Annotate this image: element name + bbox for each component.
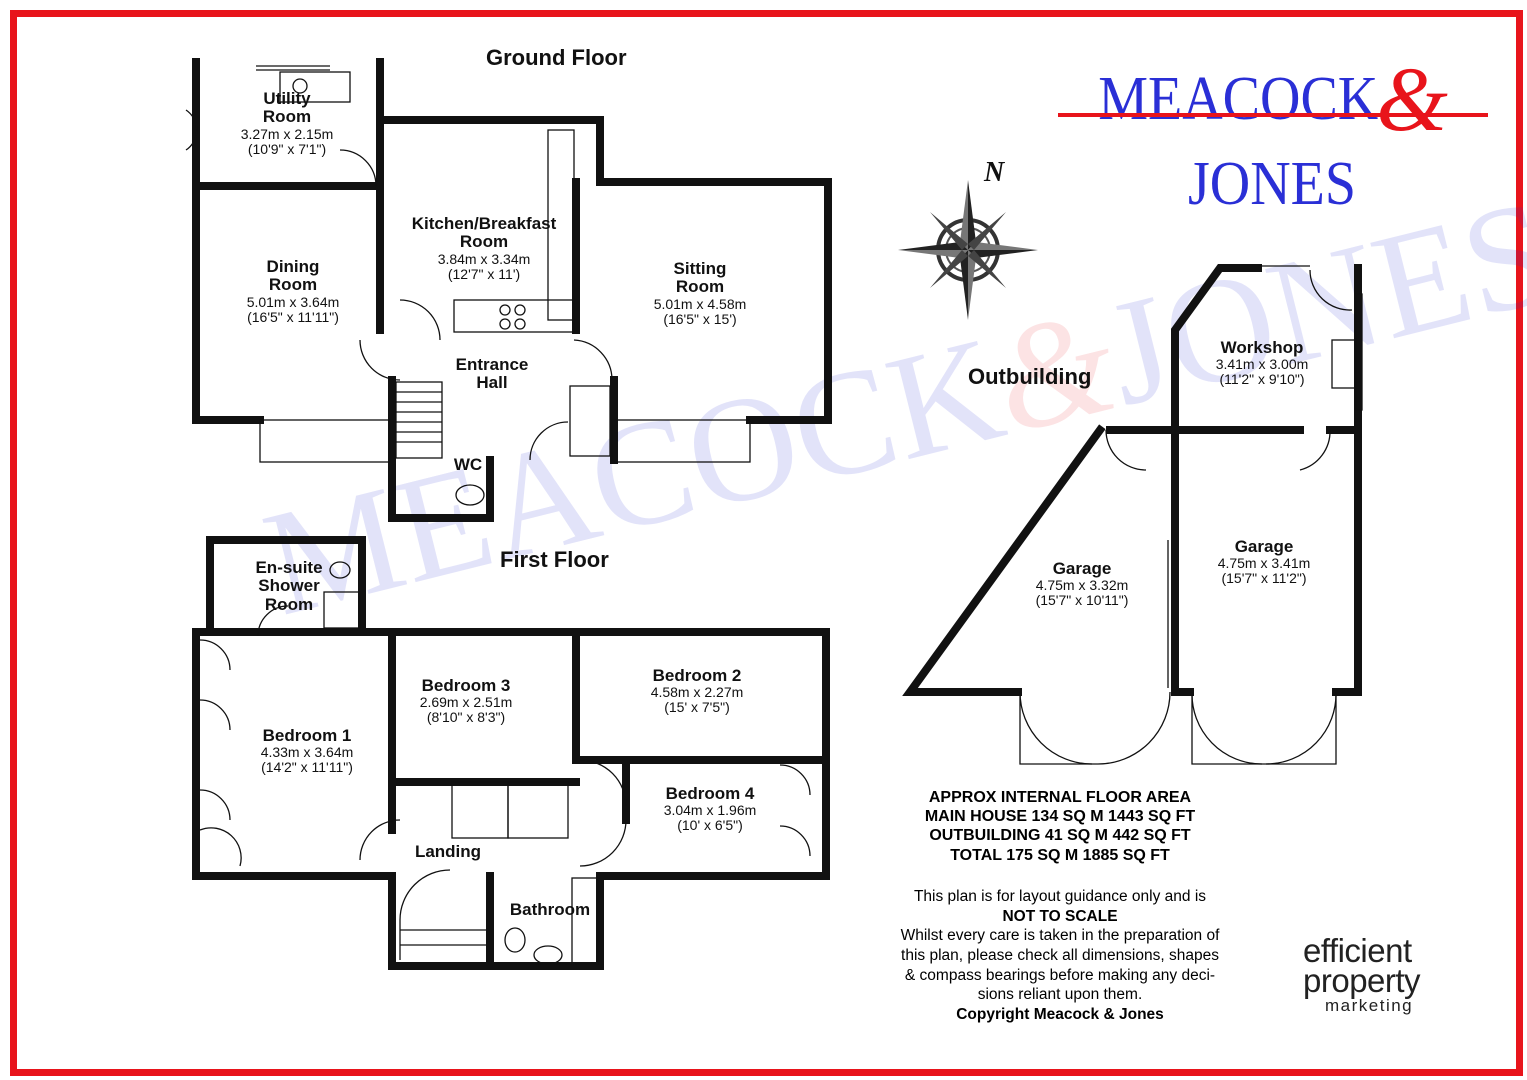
floor-area-summary: APPROX INTERNAL FLOOR AREA MAIN HOUSE 13…: [924, 789, 1196, 864]
logo-underline: [1058, 113, 1488, 117]
dining-wall: [192, 182, 264, 424]
logo-word-2: JONES: [1187, 149, 1357, 219]
kitchen-wall: [376, 116, 604, 186]
disclaimer: This plan is for layout guidance only an…: [900, 888, 1220, 1024]
ground-floor-heading: Ground Floor: [486, 45, 627, 70]
room-entrance-hall: Entrance Hall: [455, 355, 529, 393]
room-workshop: Workshop 3.41m x 3.00m (11'2" x 9'10"): [1215, 338, 1309, 388]
outbuilding-heading: Outbuilding: [968, 364, 1092, 389]
room-bedroom-4: Bedroom 4 3.04m x 1.96m (10' x 6'5"): [663, 784, 757, 834]
room-kitchen: Kitchen/Breakfast Room 3.84m x 3.34m (12…: [411, 214, 557, 282]
room-utility: Utility Room 3.27m x 2.15m (10'9" x 7'1"…: [240, 89, 334, 157]
ensuite-wall: [206, 536, 366, 636]
logo-word-1: MEACOCK: [1098, 64, 1379, 134]
room-garage-2: Garage 4.75m x 3.41m (15'7" x 11'2"): [1217, 537, 1311, 587]
upper-wall: [192, 628, 830, 970]
room-sitting: Sitting Room 5.01m x 4.58m (16'5" x 15'): [653, 259, 747, 327]
workshop-wall: [1171, 264, 1262, 434]
garage2-wall: [1332, 264, 1362, 696]
compass-north-label: N: [984, 157, 1005, 188]
efficient-property-marketing-logo: efficient property marketing: [1303, 932, 1421, 1015]
room-wc: WC: [453, 455, 483, 474]
room-bedroom-2: Bedroom 2 4.58m x 2.27m (15' x 7'5"): [650, 666, 744, 716]
garage1-wall: [902, 424, 1106, 696]
room-bedroom-3: Bedroom 3 2.69m x 2.51m (8'10" x 8'3"): [419, 676, 513, 726]
brand-logo: MEACOCK&JONES: [1052, 46, 1492, 219]
room-garage-1: Garage 4.75m x 3.32m (15'7" x 10'11"): [1035, 559, 1129, 609]
room-ensuite: En-suite Shower Room: [255, 558, 323, 614]
room-bedroom-1: Bedroom 1 4.33m x 3.64m (14'2" x 11'11"): [260, 726, 354, 776]
page-border: [10, 10, 1523, 1076]
sitting-wall: [596, 178, 832, 424]
room-landing: Landing: [414, 842, 482, 861]
logo-ampersand: &: [1376, 48, 1448, 150]
room-bathroom: Bathroom: [509, 900, 591, 919]
first-floor-heading: First Floor: [500, 547, 609, 572]
room-dining: Dining Room 5.01m x 3.64m (16'5" x 11'11…: [246, 257, 340, 325]
compass-rose: [898, 180, 1038, 320]
